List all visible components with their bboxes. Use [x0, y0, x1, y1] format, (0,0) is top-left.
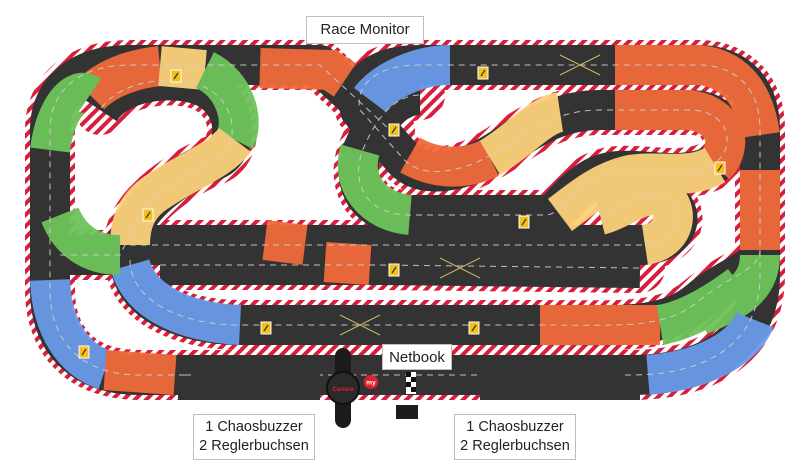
right-station-controllers: 2 Reglerbuchsen [460, 438, 570, 454]
lane-change-icon [78, 345, 90, 359]
lane-change-icon [477, 66, 489, 80]
green-section [30, 73, 102, 154]
blue-section [645, 311, 774, 395]
right-station-buzzer: 1 Chaosbuzzer [466, 419, 564, 435]
yellow-section [479, 92, 565, 176]
green-section [194, 52, 259, 149]
checkered-flag-icon [406, 372, 416, 394]
gate-badge-disc [364, 375, 378, 389]
lane-line [160, 264, 641, 269]
yellow-section [110, 126, 251, 246]
orange-section [103, 350, 177, 395]
left-station-controllers: 2 Reglerbuchsen [199, 438, 309, 454]
gate-logo: Carrera [332, 387, 354, 393]
crossing-icon [339, 314, 381, 336]
crossing-icon [559, 54, 601, 76]
lane-change-icon [142, 208, 154, 222]
right-station [480, 361, 640, 400]
timing-box [396, 405, 418, 419]
crossing-icons [339, 54, 601, 336]
left-station-note: 1 Chaosbuzzer 2 Reglerbuchsen [193, 414, 315, 460]
blue-section [110, 258, 242, 345]
gate-logo-disc [326, 371, 360, 405]
yellow-section [547, 147, 726, 231]
gate-badge: my [366, 380, 376, 387]
left-station [178, 362, 320, 400]
lane-change-icon [388, 123, 400, 137]
blue-section [30, 278, 113, 389]
lane-change-icon [170, 69, 182, 83]
lane-line [130, 193, 678, 246]
lane-change-icon [518, 215, 530, 229]
orange-section [400, 137, 499, 187]
lane-change-icon [714, 161, 726, 175]
race-monitor-label: Race Monitor [306, 16, 424, 44]
controller-stations [178, 361, 640, 400]
orange-section [75, 46, 163, 110]
orange-section [615, 45, 780, 139]
right-station-note: 1 Chaosbuzzer 2 Reglerbuchsen [454, 414, 576, 460]
orange-section [259, 48, 357, 97]
lane-change-icon [388, 263, 400, 277]
start-finish-gate: Carrera my [326, 348, 418, 428]
lane-markings [49, 64, 761, 376]
orange-section [262, 220, 308, 265]
lane-line [129, 249, 761, 326]
yellow-section [158, 46, 207, 90]
netbook-label: Netbook [382, 344, 452, 370]
lane-line [60, 79, 233, 256]
green-section [655, 268, 752, 345]
left-station-buzzer: 1 Chaosbuzzer [205, 419, 303, 435]
green-section [41, 206, 121, 275]
yellow-section [594, 174, 693, 265]
lane-line [185, 64, 761, 376]
lane-change-signs [78, 66, 726, 359]
lane-line [49, 64, 391, 376]
lane-change-icon [468, 321, 480, 335]
lane-change-icon [260, 321, 272, 335]
crossing-icon [439, 257, 481, 279]
green-section [337, 144, 413, 235]
